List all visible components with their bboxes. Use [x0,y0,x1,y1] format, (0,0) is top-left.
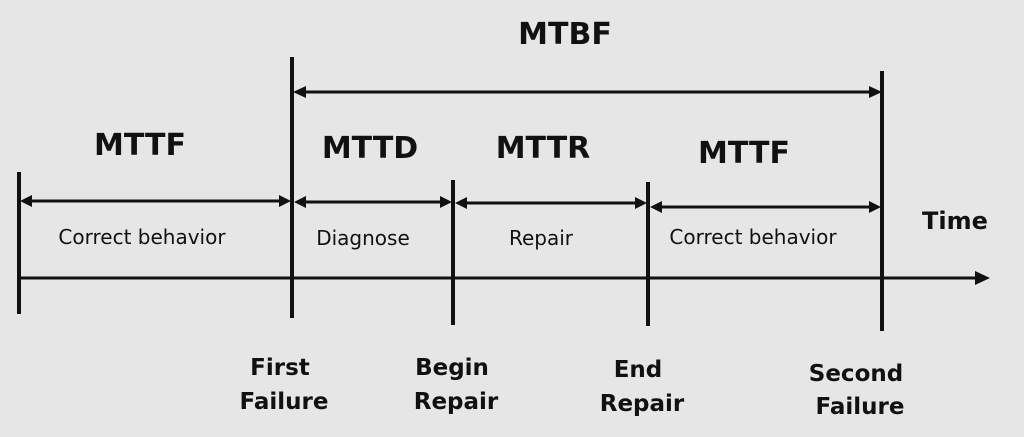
mttf-second-arrow [650,201,881,213]
end-repair-line-1: End [614,357,663,383]
mttf-first-arrow [20,195,291,207]
time-axis [19,271,990,285]
mtbf-span-arrow [293,86,882,98]
first-failure-label: First Failure [240,355,329,415]
diagnose-label: Diagnose [316,226,410,250]
mttd-arrow [294,196,452,208]
end-repair-line-2: Repair [600,391,685,417]
begin-repair-line-2: Repair [414,389,499,415]
second-failure-line-1: Second [809,361,903,387]
end-repair-label: End Repair [600,357,685,417]
begin-repair-line-1: Begin [415,355,489,381]
mttr-label: MTTR [496,131,591,166]
mttf-second-label: MTTF [698,136,790,171]
first-failure-line-1: First [250,355,310,381]
repair-label: Repair [509,226,574,250]
time-axis-label: Time [922,207,988,235]
mttr-arrow [455,197,647,209]
correct-behavior-first-label: Correct behavior [58,225,226,249]
mttd-label: MTTD [322,131,418,166]
begin-repair-label: Begin Repair [414,355,499,415]
mtbf-title: MTBF [518,17,612,52]
correct-behavior-second-label: Correct behavior [669,225,837,249]
first-failure-line-2: Failure [240,389,329,415]
mttf-first-label: MTTF [94,128,186,163]
second-failure-label: Second Failure [809,361,911,420]
second-failure-line-2: Failure [816,394,905,420]
